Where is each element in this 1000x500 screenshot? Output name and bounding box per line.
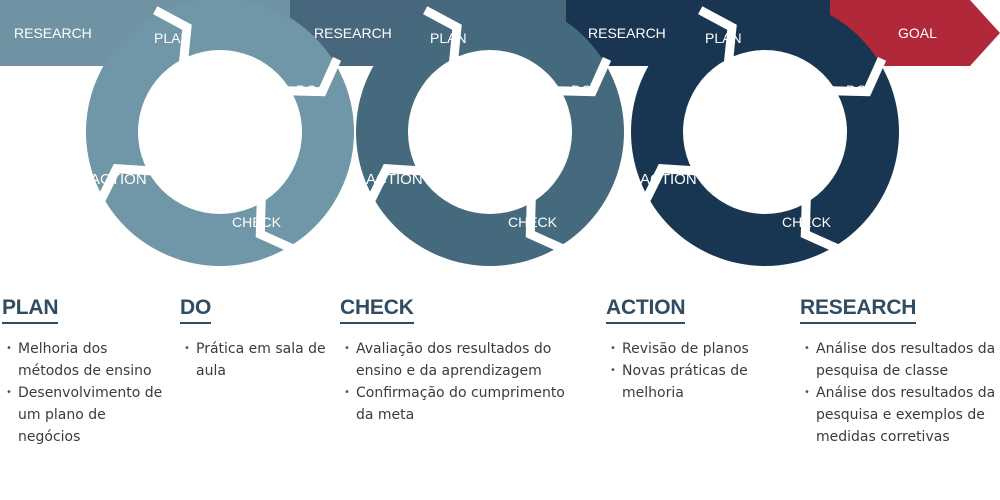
cycle-1-plan-label: PLAN <box>154 30 191 46</box>
cycle-hole <box>138 50 302 214</box>
cycle-1-check-label: CHECK <box>232 214 282 230</box>
list-item: Análise dos resultados da pesquisa e exe… <box>800 382 998 448</box>
cycle-arrow-separator <box>255 197 295 254</box>
cycle-hole <box>408 50 572 214</box>
pdca-cycle-3 <box>631 0 899 266</box>
section-action: ACTION Revisão de planos Novas práticas … <box>606 296 786 404</box>
cycle-2-action-label: ACTION <box>366 171 423 188</box>
list-item: Confirmação do cumprimento da meta <box>340 382 570 426</box>
section-plan: PLAN Melhoria dos métodos de ensino Dese… <box>2 296 172 448</box>
section-research: RESEARCH Análise dos resultados da pesqu… <box>800 296 998 448</box>
bullet-list: Revisão de planos Novas práticas de melh… <box>606 338 786 404</box>
banner-label-research-2: RESEARCH <box>314 25 392 41</box>
cycle-arrow-separator <box>555 57 612 97</box>
section-title: PLAN <box>2 296 59 324</box>
cycle-2-plan-label: PLAN <box>430 30 467 46</box>
bullet-list: Avaliação dos resultados do ensino e da … <box>340 338 570 426</box>
cycle-arrow-separator <box>285 57 342 97</box>
cycle-arrow-separator <box>830 57 887 97</box>
banner-label-goal: GOAL <box>898 25 937 41</box>
cycle-3-check-label: CHECK <box>782 214 832 230</box>
list-item: Análise dos resultados da pesquisa de cl… <box>800 338 998 382</box>
banner-segment-goal <box>830 0 1000 66</box>
banner-label-research-3: RESEARCH <box>588 25 666 41</box>
cycle-3-plan-label: PLAN <box>705 30 742 46</box>
list-item: Avaliação dos resultados do ensino e da … <box>340 338 570 382</box>
banner-label-research-1: RESEARCH <box>14 25 92 41</box>
cycle-2-do-label: DO <box>571 82 592 98</box>
cycle-arrow-separator <box>153 6 192 64</box>
section-title: RESEARCH <box>800 296 916 324</box>
cycle-arrow-separator <box>423 6 462 64</box>
cycle-arrow-separator <box>525 197 565 254</box>
cycle-arrow-separator <box>96 164 153 203</box>
list-item: Novas práticas de melhoria <box>606 360 786 404</box>
pdca-cycle-2 <box>356 0 624 266</box>
list-item: Desenvolvimento de um plano de negócios <box>2 382 172 448</box>
list-item: Prática em sala de aula <box>180 338 330 382</box>
section-title: DO <box>180 296 211 324</box>
cycle-3-do-label: DO <box>846 82 867 98</box>
section-check: CHECK Avaliação dos resultados do ensino… <box>340 296 570 426</box>
section-title: CHECK <box>340 296 414 324</box>
list-item: Melhoria dos métodos de ensino <box>2 338 172 382</box>
list-item: Revisão de planos <box>606 338 786 360</box>
pdca-diagram: RESEARCH RESEARCH RESEARCH GOAL PLAN DO … <box>0 0 1000 266</box>
bullet-list: Prática em sala de aula <box>180 338 330 382</box>
cycle-1-do-label: DO <box>296 82 317 98</box>
cycle-1-action-label: ACTION <box>90 171 147 188</box>
cycle-arrow-separator <box>698 6 737 64</box>
cycle-arrow-separator <box>366 164 423 203</box>
bullet-list: Melhoria dos métodos de ensino Desenvolv… <box>2 338 172 448</box>
cycle-arrow-separator <box>641 164 698 203</box>
bullet-list: Análise dos resultados da pesquisa de cl… <box>800 338 998 448</box>
cycle-3-action-label: ACTION <box>640 171 697 188</box>
cycle-hole <box>683 50 847 214</box>
pdca-cycle-1 <box>86 0 354 266</box>
section-do: DO Prática em sala de aula <box>180 296 330 382</box>
cycle-2-check-label: CHECK <box>508 214 558 230</box>
section-title: ACTION <box>606 296 685 324</box>
cycle-arrow-separator <box>800 197 840 254</box>
